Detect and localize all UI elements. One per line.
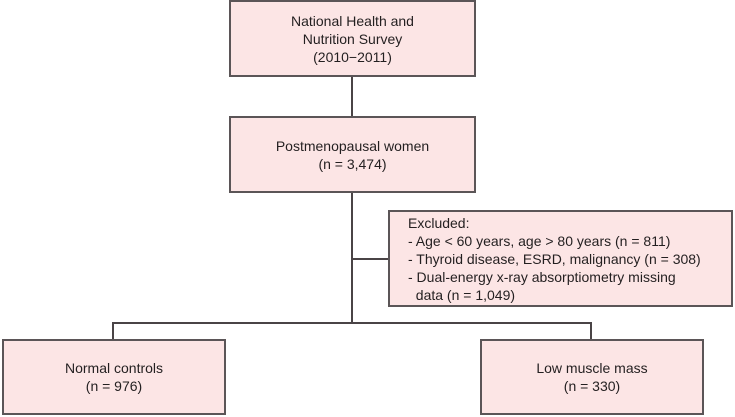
node-text: Postmenopausal women	[275, 137, 430, 154]
node-text: (n = 976)	[85, 378, 143, 394]
node-text: (2010−2011)	[313, 48, 392, 65]
node-low-muscle-mass: Low muscle mass (n = 330)	[480, 339, 704, 415]
node-text: Low muscle mass	[536, 360, 648, 376]
connector-source-population	[351, 76, 353, 117]
connector-population-split	[351, 192, 353, 324]
excluded-item: - Thyroid disease, ESRD, malignancy (n =…	[408, 250, 701, 267]
node-normal-controls: Normal controls (n = 976)	[2, 339, 226, 415]
node-text: Nutrition Survey	[302, 30, 403, 47]
excluded-item: - Age < 60 years, age > 80 years (n = 81…	[408, 232, 671, 249]
node-source-survey: National Health and Nutrition Survey (20…	[229, 0, 476, 77]
excluded-item: data (n = 1,049)	[408, 286, 516, 303]
node-text: National Health and	[291, 12, 414, 29]
node-text: (n = 3,474)	[318, 155, 387, 172]
excluded-item: - Dual-energy x-ray absorptiometry missi…	[408, 268, 676, 285]
connector-to-normal	[112, 322, 114, 339]
node-postmenopausal-women: Postmenopausal women (n = 3,474)	[229, 116, 476, 193]
excluded-heading: Excluded:	[408, 214, 470, 231]
connector-split-horizontal	[112, 322, 592, 324]
node-text: Normal controls	[64, 360, 164, 376]
node-excluded: Excluded: - Age < 60 years, age > 80 yea…	[388, 210, 733, 307]
node-text: (n = 330)	[563, 378, 621, 394]
connector-to-excluded	[352, 258, 389, 260]
connector-to-low-mass	[590, 322, 592, 339]
